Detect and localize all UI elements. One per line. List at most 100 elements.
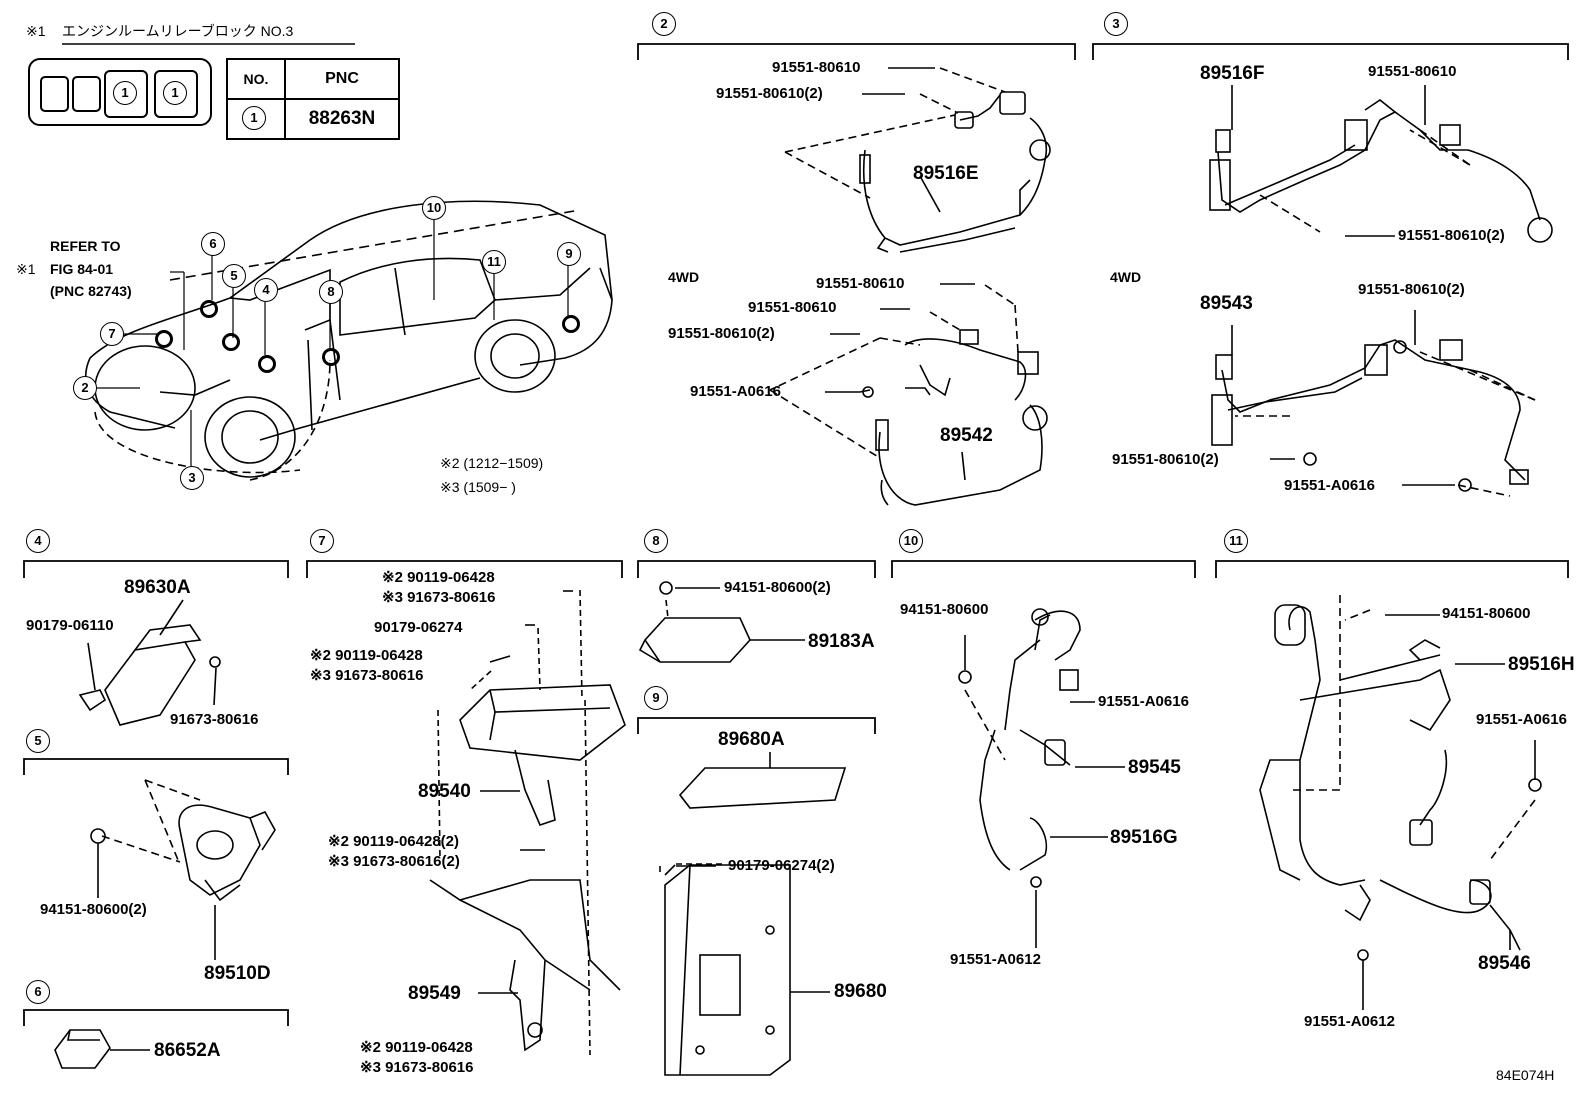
s3-4wd-part-2: 91551-80610(2) bbox=[1358, 281, 1465, 298]
location-dot-7 bbox=[155, 330, 173, 348]
callout-7: 7 bbox=[100, 322, 124, 346]
pnc-table: NO. PNC 1 88263N bbox=[226, 58, 400, 140]
s11-part-91551-A0612: 91551-A0612 bbox=[1304, 1013, 1395, 1030]
callout-9: 9 bbox=[557, 242, 581, 266]
location-dot-4 bbox=[258, 355, 276, 373]
s2-part-91551-80610-2: 91551-80610(2) bbox=[716, 85, 823, 102]
s6-part-86652A: 86652A bbox=[154, 1040, 221, 1061]
s8-part-94151-80600-2: 94151-80600(2) bbox=[724, 579, 831, 596]
callout-1: 2 bbox=[73, 376, 97, 400]
section-10-number: 10 bbox=[899, 529, 923, 553]
location-dot-6 bbox=[200, 300, 218, 318]
s7-part-6: ※2 90119-06428(2) bbox=[328, 833, 460, 850]
s9-parts bbox=[659, 752, 847, 1076]
callout-6: 6 bbox=[201, 232, 225, 256]
s3-part-89516F: 89516F bbox=[1200, 63, 1265, 84]
s5-part-94151-80600-2: 94151-80600(2) bbox=[40, 901, 147, 918]
s10-part-94151-80600: 94151-80600 bbox=[900, 601, 989, 618]
section-5-number: 5 bbox=[26, 729, 50, 753]
s3-4wd-harness bbox=[1211, 310, 1536, 497]
s7-part-89549: 89549 bbox=[408, 983, 461, 1004]
drawing-id: 84E074H bbox=[1496, 1067, 1555, 1083]
callout-5: 5 bbox=[222, 264, 246, 288]
relay-slot-number: 1 bbox=[163, 81, 187, 105]
s8-part-89183A: 89183A bbox=[808, 631, 875, 652]
s7-part-5: ※3 91673-80616 bbox=[310, 667, 424, 684]
section-brackets bbox=[23, 43, 1569, 1026]
s7-part-8: ※2 90119-06428 bbox=[360, 1039, 473, 1056]
callout-11: 11 bbox=[482, 250, 506, 274]
callout-10: 10 bbox=[422, 196, 446, 220]
table-cell-no: 1 bbox=[226, 98, 286, 140]
s4-part bbox=[78, 599, 221, 726]
s11-part-94151-80600: 94151-80600 bbox=[1442, 605, 1531, 622]
location-dot-9 bbox=[562, 315, 580, 333]
s2-part-89516E: 89516E bbox=[913, 163, 979, 184]
s11-part-91551-A0616: 91551-A0616 bbox=[1476, 711, 1567, 728]
s11-part-89546: 89546 bbox=[1478, 953, 1531, 974]
s2-4wd-part-2: 91551-80610 bbox=[748, 299, 837, 316]
s3-harness bbox=[1209, 85, 1553, 243]
relay-block: 1 1 bbox=[28, 58, 212, 126]
s2-4wd-part-3: 91551-80610(2) bbox=[668, 325, 775, 342]
s7-part-9: ※3 91673-80616 bbox=[360, 1059, 474, 1076]
table-cell-pnc: 88263N bbox=[284, 98, 400, 140]
table-row-number: 1 bbox=[242, 106, 266, 130]
s7-part-7: ※3 91673-80616(2) bbox=[328, 853, 460, 870]
s7-part-3: 90179-06274 bbox=[374, 619, 463, 636]
s2-4wd-part-1: 91551-80610 bbox=[816, 275, 905, 292]
refer-line-3: (PNC 82743) bbox=[50, 283, 132, 299]
table-header-no: NO. bbox=[226, 58, 286, 100]
callout-8: 8 bbox=[319, 280, 343, 304]
s2-4wd-part-89542: 89542 bbox=[940, 425, 993, 446]
location-dot-5 bbox=[222, 333, 240, 351]
relay-slot: 1 bbox=[104, 70, 148, 118]
s9-part-90179-06274-2: 90179-06274(2) bbox=[728, 857, 835, 874]
s10-parts bbox=[958, 608, 1125, 948]
s10-part-91551-A0612: 91551-A0612 bbox=[950, 951, 1041, 968]
s4-part-90179-06110: 90179-06110 bbox=[26, 617, 114, 634]
note-range-3: ※3 (1509− ) bbox=[440, 479, 516, 495]
s2-4wd-harness bbox=[769, 283, 1048, 506]
relay-slot: 1 bbox=[154, 70, 198, 118]
section-3-number: 3 bbox=[1104, 12, 1128, 36]
s7-part-4: ※2 90119-06428 bbox=[310, 647, 423, 664]
section-2-number: 2 bbox=[652, 12, 676, 36]
s4-part-89630A: 89630A bbox=[124, 577, 191, 598]
section-4-number: 4 bbox=[26, 529, 50, 553]
s6-part bbox=[54, 1029, 150, 1069]
refer-line-2: FIG 84-01 bbox=[50, 261, 114, 277]
s8-part bbox=[638, 581, 805, 663]
callout-3: 3 bbox=[180, 466, 204, 490]
section-9-number: 9 bbox=[644, 686, 668, 710]
section-6-number: 6 bbox=[26, 980, 50, 1004]
s3-4wd-label: 4WD bbox=[1110, 269, 1142, 285]
s2-harness bbox=[784, 67, 1051, 253]
s10-part-89545: 89545 bbox=[1128, 757, 1181, 778]
s7-part-2: ※3 91673-80616 bbox=[382, 589, 496, 606]
note-text: エンジンルームリレーブロック NO.3 bbox=[62, 23, 294, 39]
location-dot-8 bbox=[322, 348, 340, 366]
relay-slot bbox=[72, 76, 101, 112]
relay-slot-number: 1 bbox=[113, 81, 137, 105]
s7-part-1: ※2 90119-06428 bbox=[382, 569, 495, 586]
s7-part-89540: 89540 bbox=[418, 781, 471, 802]
s2-part-91551-80610: 91551-80610 bbox=[772, 59, 861, 76]
s3-4wd-part-4: 91551-A0616 bbox=[1284, 477, 1375, 494]
s9-part-89680A: 89680A bbox=[718, 729, 785, 750]
s3-4wd-part-3: 91551-80610(2) bbox=[1112, 451, 1219, 468]
s2-4wd-label: 4WD bbox=[668, 269, 700, 285]
s5-part-89510D: 89510D bbox=[204, 963, 271, 984]
s9-part-89680: 89680 bbox=[834, 981, 887, 1002]
refer-line-1: REFER TO bbox=[50, 238, 121, 254]
s3-part-91551-80610-2: 91551-80610(2) bbox=[1398, 227, 1505, 244]
table-header-pnc: PNC bbox=[284, 58, 400, 100]
s5-part bbox=[90, 779, 276, 960]
s10-part-89516G: 89516G bbox=[1110, 827, 1178, 848]
s11-part-89516H: 89516H bbox=[1508, 654, 1575, 675]
note-mark: ※1 bbox=[26, 23, 46, 39]
s2-4wd-part-4: 91551-A0616 bbox=[690, 383, 781, 400]
callout-leaders bbox=[94, 219, 569, 466]
s4-part-91673-80616: 91673-80616 bbox=[170, 711, 259, 728]
